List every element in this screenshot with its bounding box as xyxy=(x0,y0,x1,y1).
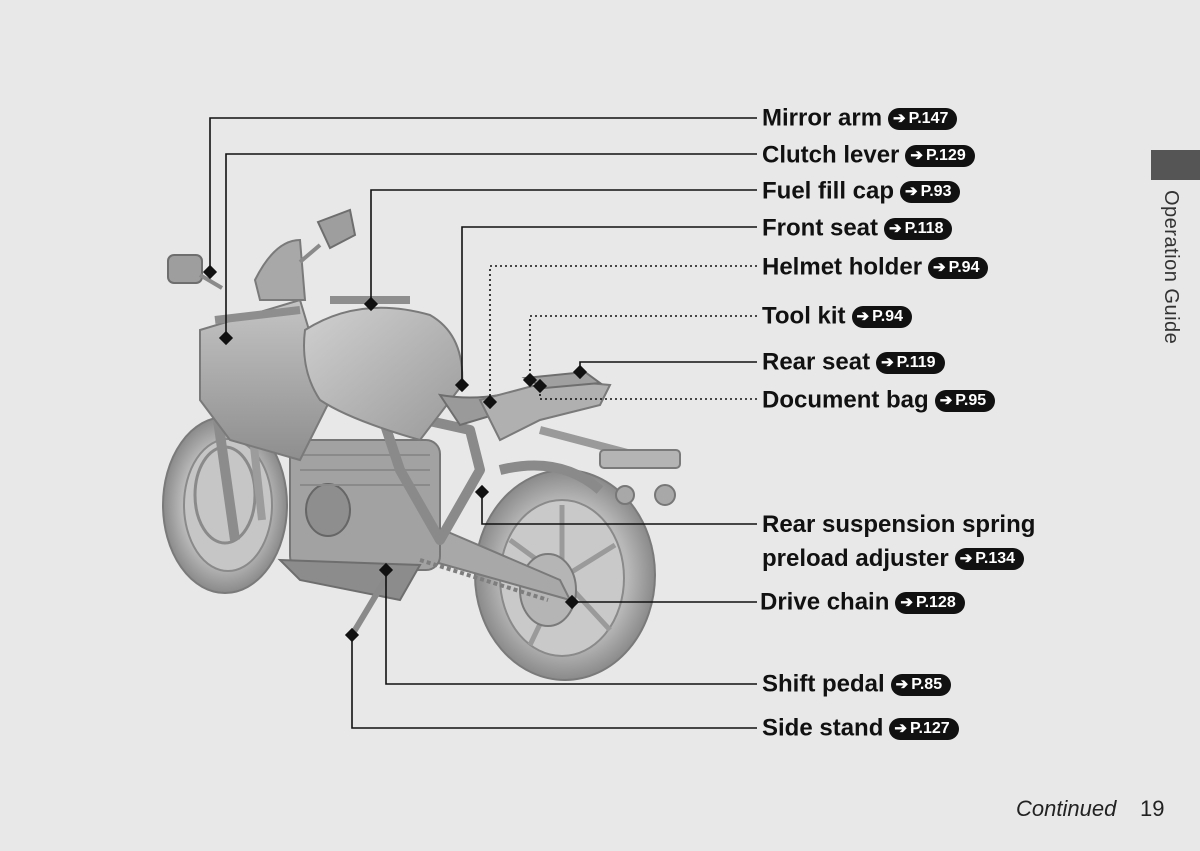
callout-label: Helmet holder xyxy=(762,253,923,281)
callout-label: Document bag xyxy=(762,386,929,414)
callout-label: Drive chain xyxy=(760,588,890,616)
page-ref-badge[interactable]: ➔P.134 xyxy=(954,547,1025,570)
arrow-right-icon: ➔ xyxy=(889,219,902,237)
arrow-right-icon: ➔ xyxy=(894,719,907,737)
callout-label: Side stand xyxy=(762,714,884,742)
callout-front-seat: Front seat➔P.118 xyxy=(762,214,953,243)
leader-front-seat xyxy=(461,226,757,385)
callout-drive-chain: Drive chain➔P.128 xyxy=(760,588,965,617)
arrow-right-icon: ➔ xyxy=(939,391,953,409)
callout-label: Rear seat xyxy=(762,348,871,376)
arrow-right-icon: ➔ xyxy=(933,258,946,276)
callout-clutch-lever: Clutch lever➔P.129 xyxy=(762,141,975,170)
arrow-right-icon: ➔ xyxy=(905,182,918,200)
motorcycle-illustration xyxy=(162,208,681,681)
callout-mirror-arm: Mirror arm➔P.147 xyxy=(762,104,958,133)
callout-label: Mirror arm xyxy=(762,104,883,132)
arrow-right-icon: ➔ xyxy=(900,593,913,611)
leader-endpoints xyxy=(202,264,588,643)
callout-label-line1: Rear suspension spring xyxy=(762,511,1036,538)
leader-tool-kit xyxy=(529,315,757,380)
callout-label: Fuel fill cap xyxy=(762,177,895,205)
arrow-right-icon: ➔ xyxy=(895,675,909,693)
leader-clutch-lever xyxy=(225,153,757,338)
page-number: 19 xyxy=(1140,796,1165,821)
page-ref-badge[interactable]: ➔P.94 xyxy=(851,305,912,328)
section-tab-label: Operation Guide xyxy=(1160,190,1182,345)
page-ref-badge[interactable]: ➔P.118 xyxy=(884,217,953,240)
continued-note: Continued xyxy=(1016,796,1117,821)
callout-helmet-holder: Helmet holder➔P.94 xyxy=(762,253,989,282)
page-ref-badge[interactable]: ➔P.119 xyxy=(876,351,945,374)
callout-fuel-fill-cap: Fuel fill cap➔P.93 xyxy=(762,177,961,206)
leader-side-stand xyxy=(351,635,757,729)
leader-lines xyxy=(209,117,757,729)
callout-label: Shift pedal xyxy=(762,670,885,698)
page-ref-badge[interactable]: ➔P.128 xyxy=(895,591,965,614)
page-ref-badge[interactable]: ➔P.95 xyxy=(934,389,996,412)
leader-mirror-arm xyxy=(209,117,757,272)
page-ref-badge[interactable]: ➔P.129 xyxy=(905,144,975,167)
arrow-right-icon: ➔ xyxy=(856,307,870,325)
arrow-right-icon: ➔ xyxy=(881,353,894,371)
callout-tool-kit: Tool kit➔P.94 xyxy=(762,302,912,331)
callout-label: Clutch lever xyxy=(762,141,900,169)
callout-side-stand: Side stand➔P.127 xyxy=(762,714,959,743)
page-ref-badge[interactable]: ➔P.93 xyxy=(900,180,961,203)
arrow-right-icon: ➔ xyxy=(959,549,973,567)
leader-helmet-holder xyxy=(489,265,757,402)
callout-label-line2: preload adjuster xyxy=(762,545,949,573)
callout-rear-suspension: Rear suspension spring preload adjuster➔… xyxy=(762,508,1035,575)
page-ref-badge[interactable]: ➔P.94 xyxy=(928,256,989,279)
callout-rear-seat: Rear seat➔P.119 xyxy=(762,348,945,377)
leader-shift-pedal xyxy=(385,570,757,685)
arrow-right-icon: ➔ xyxy=(910,146,923,164)
leader-rear-suspension xyxy=(481,492,757,525)
page-ref-badge[interactable]: ➔P.147 xyxy=(888,107,958,130)
callout-shift-pedal: Shift pedal➔P.85 xyxy=(762,670,952,699)
arrow-right-icon: ➔ xyxy=(893,109,906,127)
callout-document-bag: Document bag➔P.95 xyxy=(762,386,996,415)
callout-label: Tool kit xyxy=(762,302,846,330)
page-ref-badge[interactable]: ➔P.127 xyxy=(889,717,959,740)
leader-rear-seat xyxy=(579,361,757,372)
leader-fuel-fill-cap xyxy=(370,189,757,304)
section-tab-marker xyxy=(1151,150,1200,180)
callout-label: Front seat xyxy=(762,214,879,242)
page-ref-badge[interactable]: ➔P.85 xyxy=(890,673,952,696)
